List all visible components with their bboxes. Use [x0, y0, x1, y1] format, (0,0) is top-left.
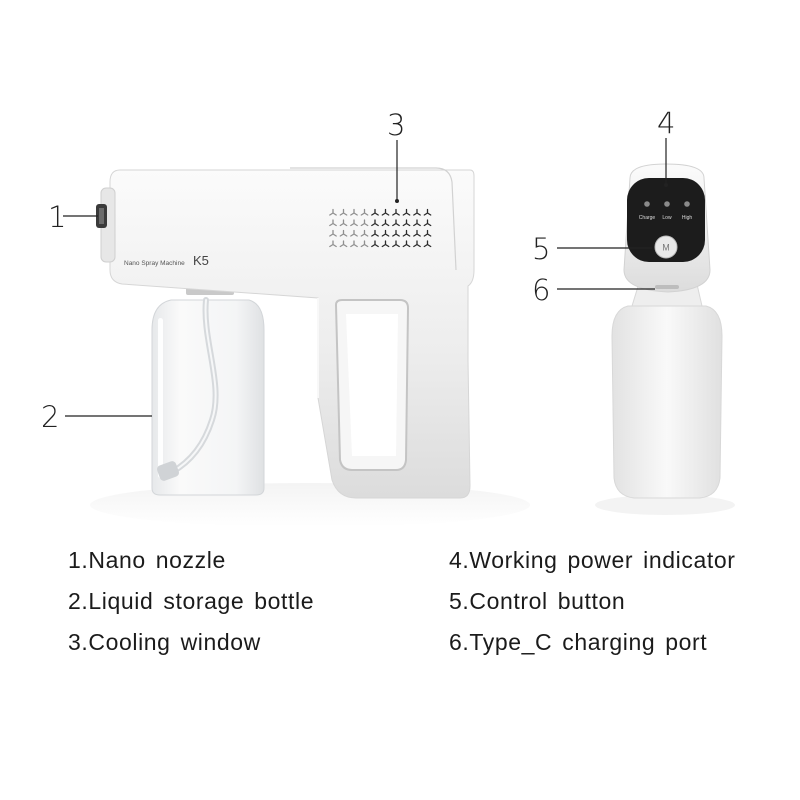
legend-item: 6.Type_C charging port — [449, 629, 708, 655]
vent-mark — [350, 208, 358, 216]
led-label-high: High — [682, 215, 693, 221]
control-button: M — [654, 235, 678, 259]
callout-1: 1 — [48, 200, 66, 234]
vent-mark — [350, 219, 358, 227]
vent-mark — [402, 208, 411, 216]
callout-5: 5 — [532, 232, 550, 266]
control-button-label: M — [662, 243, 670, 253]
vent-mark — [371, 240, 379, 248]
vent-mark — [371, 219, 379, 227]
sprayer-housing — [109, 167, 475, 499]
liquid-storage-bottle — [151, 283, 265, 496]
vent-mark — [381, 219, 390, 227]
led-label-low: Low — [662, 215, 672, 221]
legend-item: 5.Control button — [449, 588, 626, 614]
vent-mark — [413, 219, 421, 227]
sprayer-back-view: Charge Low High M — [611, 163, 723, 499]
vent-mark — [423, 240, 432, 248]
low-led — [664, 201, 670, 207]
vent-mark — [339, 208, 348, 216]
legend-item: 3.Cooling window — [68, 629, 261, 655]
vent-mark — [392, 208, 400, 216]
callout-3: 3 — [387, 108, 405, 142]
vent-mark — [329, 208, 337, 216]
vent-mark — [339, 229, 348, 237]
power-indicator-panel: Charge Low High — [627, 178, 705, 262]
callout-4: 4 — [657, 106, 675, 140]
vent-mark — [371, 208, 379, 216]
vent-mark — [402, 240, 411, 248]
vent-mark — [381, 229, 390, 237]
vent-mark — [392, 219, 400, 227]
vent-mark — [360, 240, 369, 248]
sprayer-side-view: Nano Spray Machine K5 — [96, 167, 475, 499]
type-c-port — [655, 285, 679, 289]
vent-mark — [423, 229, 432, 237]
vent-mark — [423, 208, 432, 216]
vent-mark — [402, 229, 411, 237]
vent-mark — [350, 240, 358, 248]
legend-item: 4.Working power indicator — [449, 547, 736, 573]
legend-column-left: 1.Nano nozzle 2.Liquid storage bottle 3.… — [68, 540, 314, 663]
vent-mark — [360, 219, 369, 227]
vent-mark — [329, 219, 337, 227]
legend-column-right: 4.Working power indicator 5.Control butt… — [449, 540, 735, 663]
charge-led — [644, 201, 650, 207]
vent-mark — [339, 219, 348, 227]
vent-mark — [413, 229, 421, 237]
nano-nozzle — [96, 187, 116, 263]
vent-mark — [371, 229, 379, 237]
high-led — [684, 201, 690, 207]
vent-mark — [402, 219, 411, 227]
legend-item: 1.Nano nozzle — [68, 547, 226, 573]
callout-lines — [63, 138, 667, 417]
vent-mark — [413, 240, 421, 248]
vent-mark — [360, 229, 369, 237]
vent-mark — [329, 240, 337, 248]
parts-legend: 1.Nano nozzle 2.Liquid storage bottle 3.… — [0, 540, 800, 670]
model-label: K5 — [193, 253, 209, 268]
brand-text: Nano Spray Machine — [124, 260, 185, 267]
vent-mark — [381, 208, 390, 216]
vent-mark — [329, 229, 337, 237]
cooling-window — [329, 208, 432, 248]
vent-mark — [381, 240, 390, 248]
vent-mark — [392, 229, 400, 237]
vent-mark — [360, 208, 369, 216]
vent-mark — [423, 219, 432, 227]
legend-item: 2.Liquid storage bottle — [68, 588, 315, 614]
callout-6: 6 — [532, 273, 550, 307]
vent-mark — [339, 240, 348, 248]
vent-mark — [413, 208, 421, 216]
vent-mark — [392, 240, 400, 248]
led-label-charge: Charge — [639, 215, 656, 221]
vent-mark — [350, 229, 358, 237]
callout-2: 2 — [41, 400, 59, 434]
